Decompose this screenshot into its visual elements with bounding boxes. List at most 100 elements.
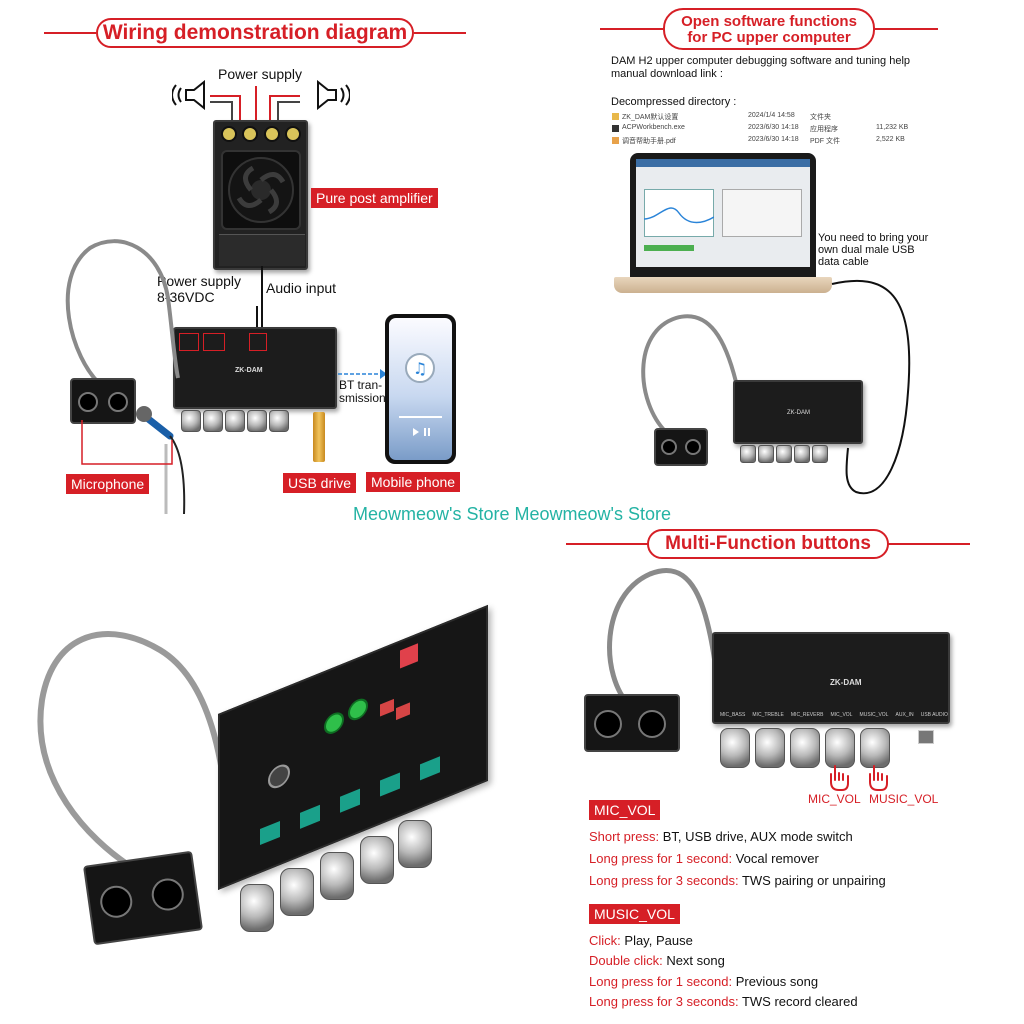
file-date: 2023/6/30 14:18 <box>748 136 799 143</box>
bt-transmission-label-2: smission <box>339 391 386 405</box>
microphone-callout-line <box>81 420 173 465</box>
usb-note-line1: You need to bring your <box>818 232 929 244</box>
software-knob-4 <box>794 445 810 463</box>
terminal-outline-3 <box>249 333 267 351</box>
usb-drive <box>313 412 325 462</box>
file-row[interactable]: 调音帮助手册.pdf 2023/6/30 14:18 PDF 文件 2,522 … <box>612 136 912 147</box>
file-name: ACPWorkbench.exe <box>622 124 685 131</box>
instruction-value: TWS record cleared <box>738 994 858 1009</box>
knob-label: AUX_IN <box>895 712 914 718</box>
capacitor-green-1 <box>324 709 344 738</box>
zk-dam-board-software: ZK-DAM <box>733 380 863 444</box>
pure-post-amplifier-tag: Pure post amplifier <box>311 188 438 208</box>
file-size: 11,232 KB <box>876 124 909 131</box>
file-size: 2,522 KB <box>876 136 905 143</box>
zk-dam-board-buttons: ZK-DAM MIC_BASS MIC_TREBLE MIC_REVERB MI… <box>712 632 950 724</box>
multifunction-heading: Multi-Function buttons <box>647 529 889 559</box>
right-speaker-icon <box>317 80 350 110</box>
board-name: ZK-DAM <box>235 367 263 374</box>
music-vol-knob[interactable] <box>860 728 890 768</box>
wiring-mic-cable <box>65 239 180 388</box>
software-heading-line1: Open software functions <box>681 13 857 30</box>
amp-pcb-strip <box>219 234 305 266</box>
pcb-knob-4 <box>360 836 394 884</box>
instruction-key: Long press for 1 second: <box>589 974 733 989</box>
pdf-icon <box>612 137 619 144</box>
knob-label: MIC_TREBLE <box>752 712 784 718</box>
relay-red-2 <box>396 702 410 721</box>
software-intro-line2: manual download link : <box>611 68 723 80</box>
buttons-audio-jacks <box>584 694 680 752</box>
mic-vol-line: Long press for 1 second: Vocal remover <box>589 851 819 866</box>
exe-icon <box>612 125 619 132</box>
pot-green-4 <box>380 772 400 797</box>
usb-note-line3: data cable <box>818 256 869 268</box>
instruction-key: Double click: <box>589 953 663 968</box>
instruction-value: Vocal remover <box>732 851 819 866</box>
folder-icon <box>612 113 619 120</box>
file-type: 文件夹 <box>810 114 831 121</box>
mic-bass-knob[interactable] <box>720 728 750 768</box>
usb-note-line2: own dual male USB <box>818 244 915 256</box>
music-vol-line: Click: Play, Pause <box>589 933 693 948</box>
power-supply-label: Power supply <box>218 66 303 82</box>
multifunction-rule-left <box>566 543 648 545</box>
file-type: PDF 文件 <box>810 138 840 145</box>
instruction-value: Play, Pause <box>620 933 693 948</box>
usb-drive-tag: USB drive <box>283 473 357 493</box>
knob-label: MUSIC_VOL <box>859 712 889 718</box>
bt-transmission-label-1: BT tran- <box>339 378 383 392</box>
software-rule-left <box>600 28 664 30</box>
music-vol-line: Long press for 1 second: Previous song <box>589 974 818 989</box>
instruction-value: Next song <box>662 953 725 968</box>
file-row[interactable]: ZK_DAM默认设置 2024/1/4 14:58 文件夹 <box>612 112 912 123</box>
software-heading-line2: for PC upper computer <box>687 29 851 46</box>
file-row[interactable]: ACPWorkbench.exe 2023/6/30 14:18 应用程序 11… <box>612 124 912 135</box>
software-intro-line1: DAM H2 upper computer debugging software… <box>611 55 911 67</box>
instruction-value: TWS pairing or unpairing <box>738 873 886 888</box>
music-vol-line: Double click: Next song <box>589 953 725 968</box>
mic-vol-knob-label: MIC_VOL <box>808 792 861 806</box>
capacitor-green-2 <box>348 695 368 724</box>
mic-treble-knob[interactable] <box>755 728 785 768</box>
mic-reverb-knob[interactable] <box>790 728 820 768</box>
heading-rule-right <box>414 32 466 34</box>
pot-green-2 <box>300 804 320 829</box>
mic-vol-knob[interactable] <box>825 728 855 768</box>
pot-green-3 <box>340 788 360 813</box>
mobile-phone: ♫ <box>385 314 456 464</box>
wiring-knob-1 <box>181 410 201 432</box>
capacitor-large <box>268 760 290 792</box>
post-amplifier-board <box>213 120 308 270</box>
capacitor-row <box>221 126 301 144</box>
relay-red-1 <box>380 698 394 717</box>
instruction-key: Long press for 3 seconds: <box>589 873 739 888</box>
power-supply-2-label: Power supply <box>157 273 242 289</box>
heading-rule-left <box>44 32 96 34</box>
usb-data-cable <box>831 279 911 495</box>
bt-arrow <box>338 369 387 379</box>
pcb-knob-5 <box>398 820 432 868</box>
bare-pcb-board <box>218 604 488 890</box>
laptop <box>614 153 832 305</box>
board-name: ZK-DAM <box>787 410 810 416</box>
instruction-key: Short press: <box>589 829 660 844</box>
instruction-key: Long press for 3 seconds: <box>589 994 739 1009</box>
music-vol-line: Long press for 3 seconds: TWS record cle… <box>589 994 858 1009</box>
software-mic-cable <box>641 314 738 434</box>
buttons-mic-cable <box>607 567 721 708</box>
software-knob-3 <box>776 445 792 463</box>
pot-green-5 <box>420 756 440 781</box>
pcb-knob-3 <box>320 852 354 900</box>
wiring-knob-3 <box>225 410 245 432</box>
mobile-phone-tag: Mobile phone <box>366 472 461 492</box>
knob-label: MIC_VOL <box>830 712 853 718</box>
mic-vol-line: Long press for 3 seconds: TWS pairing or… <box>589 873 886 888</box>
software-knob-1 <box>740 445 756 463</box>
software-knob-5 <box>812 445 828 463</box>
file-name: 调音帮助手册.pdf <box>622 138 676 145</box>
microphone-icon <box>136 406 186 514</box>
knob-label-row: MIC_BASS MIC_TREBLE MIC_REVERB MIC_VOL M… <box>720 712 948 722</box>
wiring-knob-5 <box>269 410 289 432</box>
instruction-value: Previous song <box>732 974 819 989</box>
